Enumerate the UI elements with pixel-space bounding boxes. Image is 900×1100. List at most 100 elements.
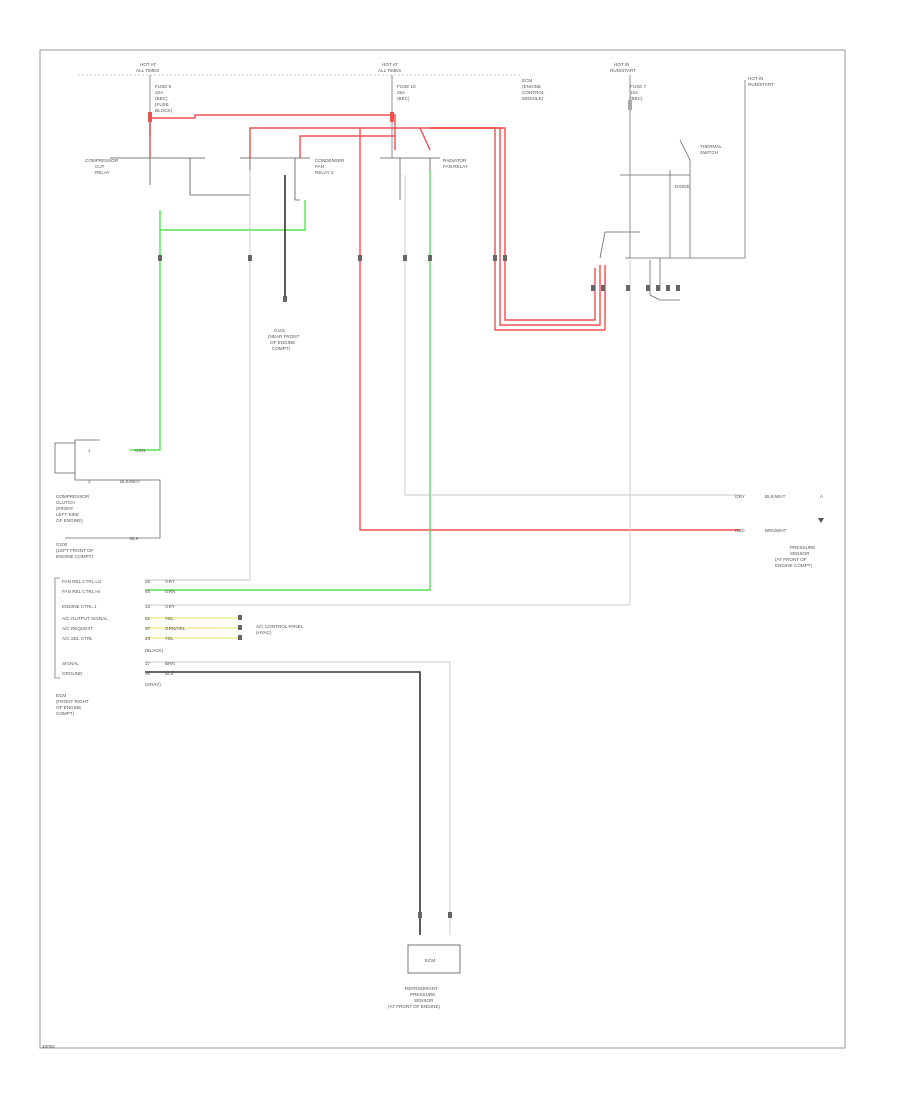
gray-wires <box>145 170 740 935</box>
svg-text:BLK/WHT: BLK/WHT <box>120 479 141 484</box>
svg-text:37: 37 <box>145 626 151 631</box>
svg-text:45: 45 <box>145 589 151 594</box>
fuse-3-label: FUSE 7 10A (BEC) <box>630 84 647 101</box>
svg-text:PRESSURE: PRESSURE <box>790 545 815 550</box>
black-wires <box>145 175 421 935</box>
svg-text:RADIATOR: RADIATOR <box>443 158 467 163</box>
fuse-symbols <box>148 100 632 122</box>
svg-text:YEL: YEL <box>165 616 174 621</box>
ground-left-label: G100 (LEFT FRONT OF ENGINE COMPT) <box>56 542 94 559</box>
radiator-fan-relay-label: RADIATOR FAN RELAY <box>443 158 468 169</box>
svg-text:GRN: GRN <box>165 589 175 594</box>
thermo-label: THERMAL SWITCH <box>700 144 722 155</box>
relays <box>110 157 440 201</box>
condenser-fan-relay-label: CONDENSER FAN RELAY 2 <box>315 158 345 175</box>
svg-text:OF ENGINE: OF ENGINE <box>56 705 81 710</box>
ecm-main-label: ECM (FRONT RIGHT OF ENGINE COMPT) <box>56 693 89 716</box>
svg-text:FAN REL CTRL LO: FAN REL CTRL LO <box>62 579 102 584</box>
svg-text:FAN REL CTRL HI: FAN REL CTRL HI <box>62 589 100 594</box>
svg-text:(NEAR FRONT: (NEAR FRONT <box>268 334 300 339</box>
svg-text:(FRONT RIGHT: (FRONT RIGHT <box>56 699 89 704</box>
ac-panel-connectors <box>238 615 242 640</box>
svg-text:GROUND: GROUND <box>62 671 83 676</box>
comp-ground-wire <box>65 473 161 539</box>
svg-text:G100: G100 <box>56 542 68 547</box>
svg-text:ENGINE COMPT): ENGINE COMPT) <box>775 563 812 568</box>
svg-text:FUSE 7: FUSE 7 <box>630 84 647 89</box>
svg-text:12: 12 <box>145 604 151 609</box>
svg-text:THERMAL: THERMAL <box>700 144 722 149</box>
fuse-source-right-2: RUN/START <box>610 68 636 73</box>
svg-text:OF ENGINE): OF ENGINE) <box>56 518 83 523</box>
svg-text:RED: RED <box>735 528 745 533</box>
svg-text:17: 17 <box>145 661 151 666</box>
diode-cluster <box>599 139 745 301</box>
svg-text:(GRAY): (GRAY) <box>145 682 161 687</box>
fuse-source-center: HOT AT <box>382 62 398 67</box>
comp-wire-stub <box>74 439 100 443</box>
svg-text:CUT: CUT <box>95 164 105 169</box>
svg-text:GRY: GRY <box>165 604 175 609</box>
svg-text:(AT FRONT OF ENGINE): (AT FRONT OF ENGINE) <box>388 1004 441 1009</box>
svg-text:ENGINE COMPT): ENGINE COMPT) <box>56 554 93 559</box>
svg-text:(ENGINE: (ENGINE <box>522 84 541 89</box>
svg-text:PRESSURE: PRESSURE <box>410 992 435 997</box>
fuse-source-center-2: ALL TIMES <box>378 68 401 73</box>
svg-text:GRN/YEL: GRN/YEL <box>165 626 186 631</box>
svg-text:BLOCK): BLOCK) <box>155 108 173 113</box>
connector-marks <box>158 255 680 918</box>
svg-text:ENGINE CTRL 1: ENGINE CTRL 1 <box>62 604 97 609</box>
svg-text:REFRIGERANT: REFRIGERANT <box>405 986 438 991</box>
transducer-label: REFRIGERANT PRESSURE SENSOR (AT FRONT OF… <box>388 986 441 1009</box>
svg-text:BLK: BLK <box>165 671 175 676</box>
svg-text:26: 26 <box>145 579 151 584</box>
svg-text:FAN: FAN <box>315 164 324 169</box>
right-pins: GRY BLK/WHT A RED BRN/WHT <box>735 494 824 533</box>
ac-pressure-label: PRESSURE SENSOR (AT FRONT OF ENGINE COMP… <box>775 545 815 568</box>
svg-text:G101: G101 <box>274 328 286 333</box>
svg-text:RELAY 2: RELAY 2 <box>315 170 334 175</box>
svg-text:A/C REQUEST: A/C REQUEST <box>62 626 93 631</box>
ground-top-label: G101 (NEAR FRONT OF ENGINE COMPT) <box>268 328 300 351</box>
svg-text:(FUSE: (FUSE <box>155 102 169 107</box>
svg-text:A: A <box>820 494 824 499</box>
svg-text:61: 61 <box>145 616 151 621</box>
svg-text:SWITCH: SWITCH <box>700 150 718 155</box>
svg-text:36: 36 <box>145 671 151 676</box>
fuse-1-label: FUSE 5 10A (BEC) (FUSE BLOCK) <box>155 84 173 113</box>
svg-text:BLK/WHT: BLK/WHT <box>765 494 786 499</box>
svg-text:FUSE 5: FUSE 5 <box>155 84 172 89</box>
svg-text:CONDENSER: CONDENSER <box>315 158 345 163</box>
diagram-frame <box>39 49 846 1049</box>
svg-text:(BEC): (BEC) <box>630 96 643 101</box>
svg-text:OF ENGINE: OF ENGINE <box>270 340 295 345</box>
svg-text:CLUTCH: CLUTCH <box>56 500 75 505</box>
pressure-sensor-symbol <box>818 518 824 523</box>
svg-text:A/C CONTROL PANEL: A/C CONTROL PANEL <box>256 624 304 629</box>
svg-text:10A: 10A <box>630 90 639 95</box>
svg-text:COMPT): COMPT) <box>56 711 75 716</box>
transducer-box <box>407 944 461 974</box>
svg-text:CONTROL: CONTROL <box>522 90 545 95</box>
svg-text:SENSOR: SENSOR <box>790 551 810 556</box>
svg-text:RUN/START: RUN/START <box>748 82 774 87</box>
fuse-source-left: HOT AT <box>140 62 156 67</box>
svg-text:LEFT SIDE: LEFT SIDE <box>56 512 79 517</box>
svg-text:(HVAC): (HVAC) <box>256 630 272 635</box>
compressor-cut-relay-label: COMPRESSOR CUT RELAY <box>85 158 119 175</box>
ac-compressor-label: COMPRESSOR CLUTCH (FRONT LEFT SIDE OF EN… <box>56 494 90 523</box>
svg-text:FUSE 10: FUSE 10 <box>397 84 416 89</box>
svg-text:25A: 25A <box>397 90 406 95</box>
footer-code: 48094 <box>42 1044 55 1049</box>
svg-text:GRN: GRN <box>135 448 145 453</box>
svg-text:HOT IN: HOT IN <box>748 76 763 81</box>
ecm-pin-list: FAN REL CTRL LO 26 GRY FAN REL CTRL HI 4… <box>62 579 186 687</box>
ac-compressor-box <box>54 442 76 474</box>
svg-text:(FRONT: (FRONT <box>56 506 74 511</box>
svg-text:(BEC): (BEC) <box>397 96 410 101</box>
svg-text:1: 1 <box>88 448 91 453</box>
svg-text:A/C SEL CTRL: A/C SEL CTRL <box>62 636 93 641</box>
ecm-bracket <box>54 577 60 679</box>
green-wires <box>130 170 431 591</box>
